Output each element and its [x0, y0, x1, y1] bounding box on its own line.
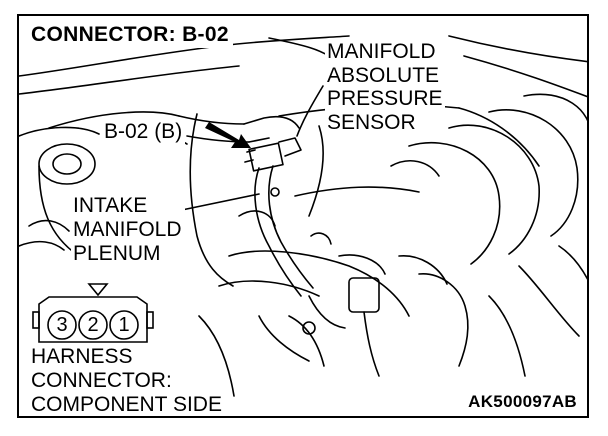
connector-callout-label: B-02 (B): [101, 120, 186, 144]
connector-pin: 3: [56, 314, 68, 336]
plenum-label-line: MANIFOLD: [73, 218, 182, 241]
plenum-label-line: PLENUM: [73, 242, 161, 265]
connector-title: CONNECTOR: B-02: [29, 22, 233, 48]
sensor-label: MANIFOLD ABSOLUTE PRESSURE SENSOR: [325, 40, 445, 134]
connector-pin: 1: [118, 314, 130, 336]
plenum-label: INTAKE MANIFOLD PLENUM: [71, 194, 185, 266]
sensor-label-line: ABSOLUTE: [327, 63, 440, 87]
engine-bay-illustration: [19, 35, 587, 397]
figure-code: AK500097AB: [468, 392, 577, 411]
connector-pin: 2: [87, 314, 99, 336]
sensor-label-line: MANIFOLD: [327, 40, 436, 63]
caption-line: COMPONENT SIDE: [31, 393, 222, 416]
plenum-label-line: INTAKE: [73, 194, 148, 217]
caption-line: HARNESS: [31, 345, 133, 368]
sensor-label-line: PRESSURE: [327, 87, 443, 110]
caption-line: CONNECTOR:: [31, 369, 172, 392]
harness-connector-caption: HARNESS CONNECTOR: COMPONENT SIDE: [29, 345, 224, 416]
sensor-label-line: SENSOR: [327, 110, 416, 134]
diagram-frame: CONNECTOR: B-02 MANIFOLD ABSOLUTE PRESSU…: [17, 14, 589, 418]
